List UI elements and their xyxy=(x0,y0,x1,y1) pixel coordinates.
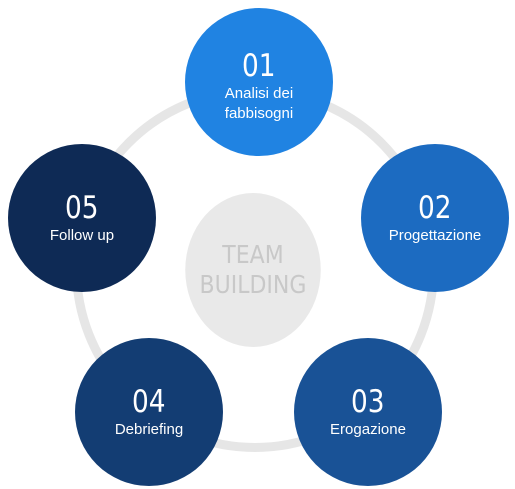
step-label: Analisi dei fabbisogni xyxy=(224,85,294,122)
step-number: 03 xyxy=(351,384,385,420)
center-title-line2: BUILDING xyxy=(199,270,307,299)
step-number: 04 xyxy=(132,384,166,420)
step-number: 01 xyxy=(242,48,276,84)
center-circle: TEAM BUILDING xyxy=(185,193,321,347)
step-label: Follow up xyxy=(49,227,115,244)
step-label: Progettazione xyxy=(388,227,482,244)
step-label: Debriefing xyxy=(114,421,184,438)
step-label: Erogazione xyxy=(330,421,406,438)
step-number: 02 xyxy=(418,190,452,226)
step-04-circle[interactable]: 04 Debriefing xyxy=(75,338,223,486)
step-02-circle[interactable]: 02 Progettazione xyxy=(361,144,509,292)
step-03-circle[interactable]: 03 Erogazione xyxy=(294,338,442,486)
step-05-circle[interactable]: 05 Follow up xyxy=(8,144,156,292)
step-01-circle[interactable]: 01 Analisi dei fabbisogni xyxy=(185,8,333,156)
center-title-line1: TEAM xyxy=(222,240,284,269)
step-number: 05 xyxy=(65,190,99,226)
